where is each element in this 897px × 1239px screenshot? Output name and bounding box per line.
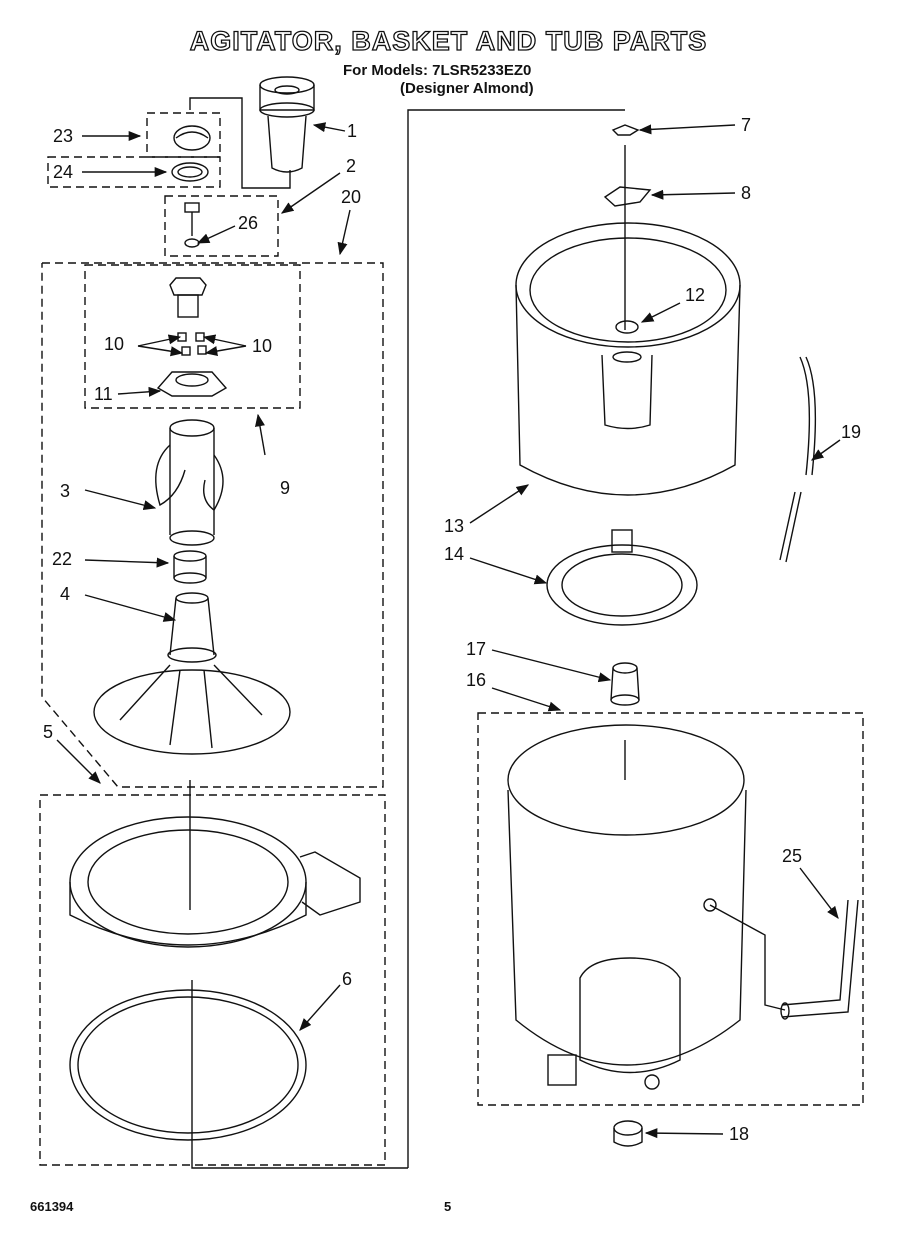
box-23 [146, 112, 221, 158]
box-2 [164, 195, 279, 257]
callout-labels: 1 2 3 4 5 6 7 8 9 10 10 11 12 13 14 16 1… [43, 115, 861, 1144]
callout-26: 26 [238, 213, 258, 233]
callout-5: 5 [43, 722, 53, 742]
callout-16: 16 [466, 670, 486, 690]
box-5 [39, 794, 386, 1166]
callout-4: 4 [60, 584, 70, 604]
callout-14: 14 [444, 544, 464, 564]
callout-17: 17 [466, 639, 486, 659]
clip-part-8 [603, 186, 652, 207]
basket-part-13 [515, 222, 741, 496]
connector-lines [189, 97, 786, 1169]
callout-18: 18 [729, 1124, 749, 1144]
callout-7: 7 [741, 115, 751, 135]
leader-arrows [56, 122, 841, 1139]
page-title: AGITATOR, BASKET AND TUB PARTS [189, 25, 708, 56]
agitator-auger-part-3 [155, 419, 224, 546]
callout-22: 22 [52, 549, 72, 569]
tub-ring-part-5 [69, 816, 361, 948]
box-24 [47, 156, 221, 188]
callout-19: 19 [841, 422, 861, 442]
models-line: For Models: 7LSR5233EZ0 [343, 62, 532, 79]
callout-10-right: 10 [252, 336, 272, 356]
callout-6: 6 [342, 969, 352, 989]
callout-9: 9 [280, 478, 290, 498]
assembly-boxes [39, 112, 864, 1166]
hose-part-19 [779, 356, 817, 563]
outer-tub-part-16 [507, 724, 747, 1090]
bolt-part-26 [184, 202, 200, 248]
callout-8: 8 [741, 183, 751, 203]
callout-12: 12 [685, 285, 705, 305]
callout-13: 13 [444, 516, 464, 536]
box-20 [41, 262, 384, 788]
callout-23: 23 [53, 126, 73, 146]
box-16 [477, 712, 864, 1106]
callout-20: 20 [341, 187, 361, 207]
seal-part-24 [171, 162, 209, 182]
doc-number: 661394 [30, 1199, 74, 1214]
page-number: 5 [444, 1199, 452, 1214]
cap-part-23 [173, 125, 211, 151]
box-9 [84, 264, 301, 409]
basket-hub-part-14 [546, 529, 698, 626]
drive-nut-part-17 [610, 662, 640, 706]
clutch-ring-part-22 [173, 550, 207, 584]
softener-dispenser-part-1 [259, 76, 315, 173]
tub-seal-ring-part-6 [69, 989, 307, 1141]
callout-11: 11 [94, 384, 113, 404]
callout-2: 2 [346, 156, 356, 176]
callout-1: 1 [347, 121, 357, 141]
callout-25: 25 [782, 846, 802, 866]
callout-24: 24 [53, 162, 73, 182]
callout-10-left: 10 [104, 334, 124, 354]
overflow-hose-part-25 [780, 899, 859, 1020]
clip-part-7 [611, 124, 640, 136]
lower-agitator-part-4 [93, 592, 291, 755]
color-line: (Designer Almond) [400, 80, 534, 97]
cam-assembly-part-9 [156, 277, 228, 397]
drain-plug-part-18 [613, 1120, 643, 1147]
callout-3: 3 [60, 481, 70, 501]
